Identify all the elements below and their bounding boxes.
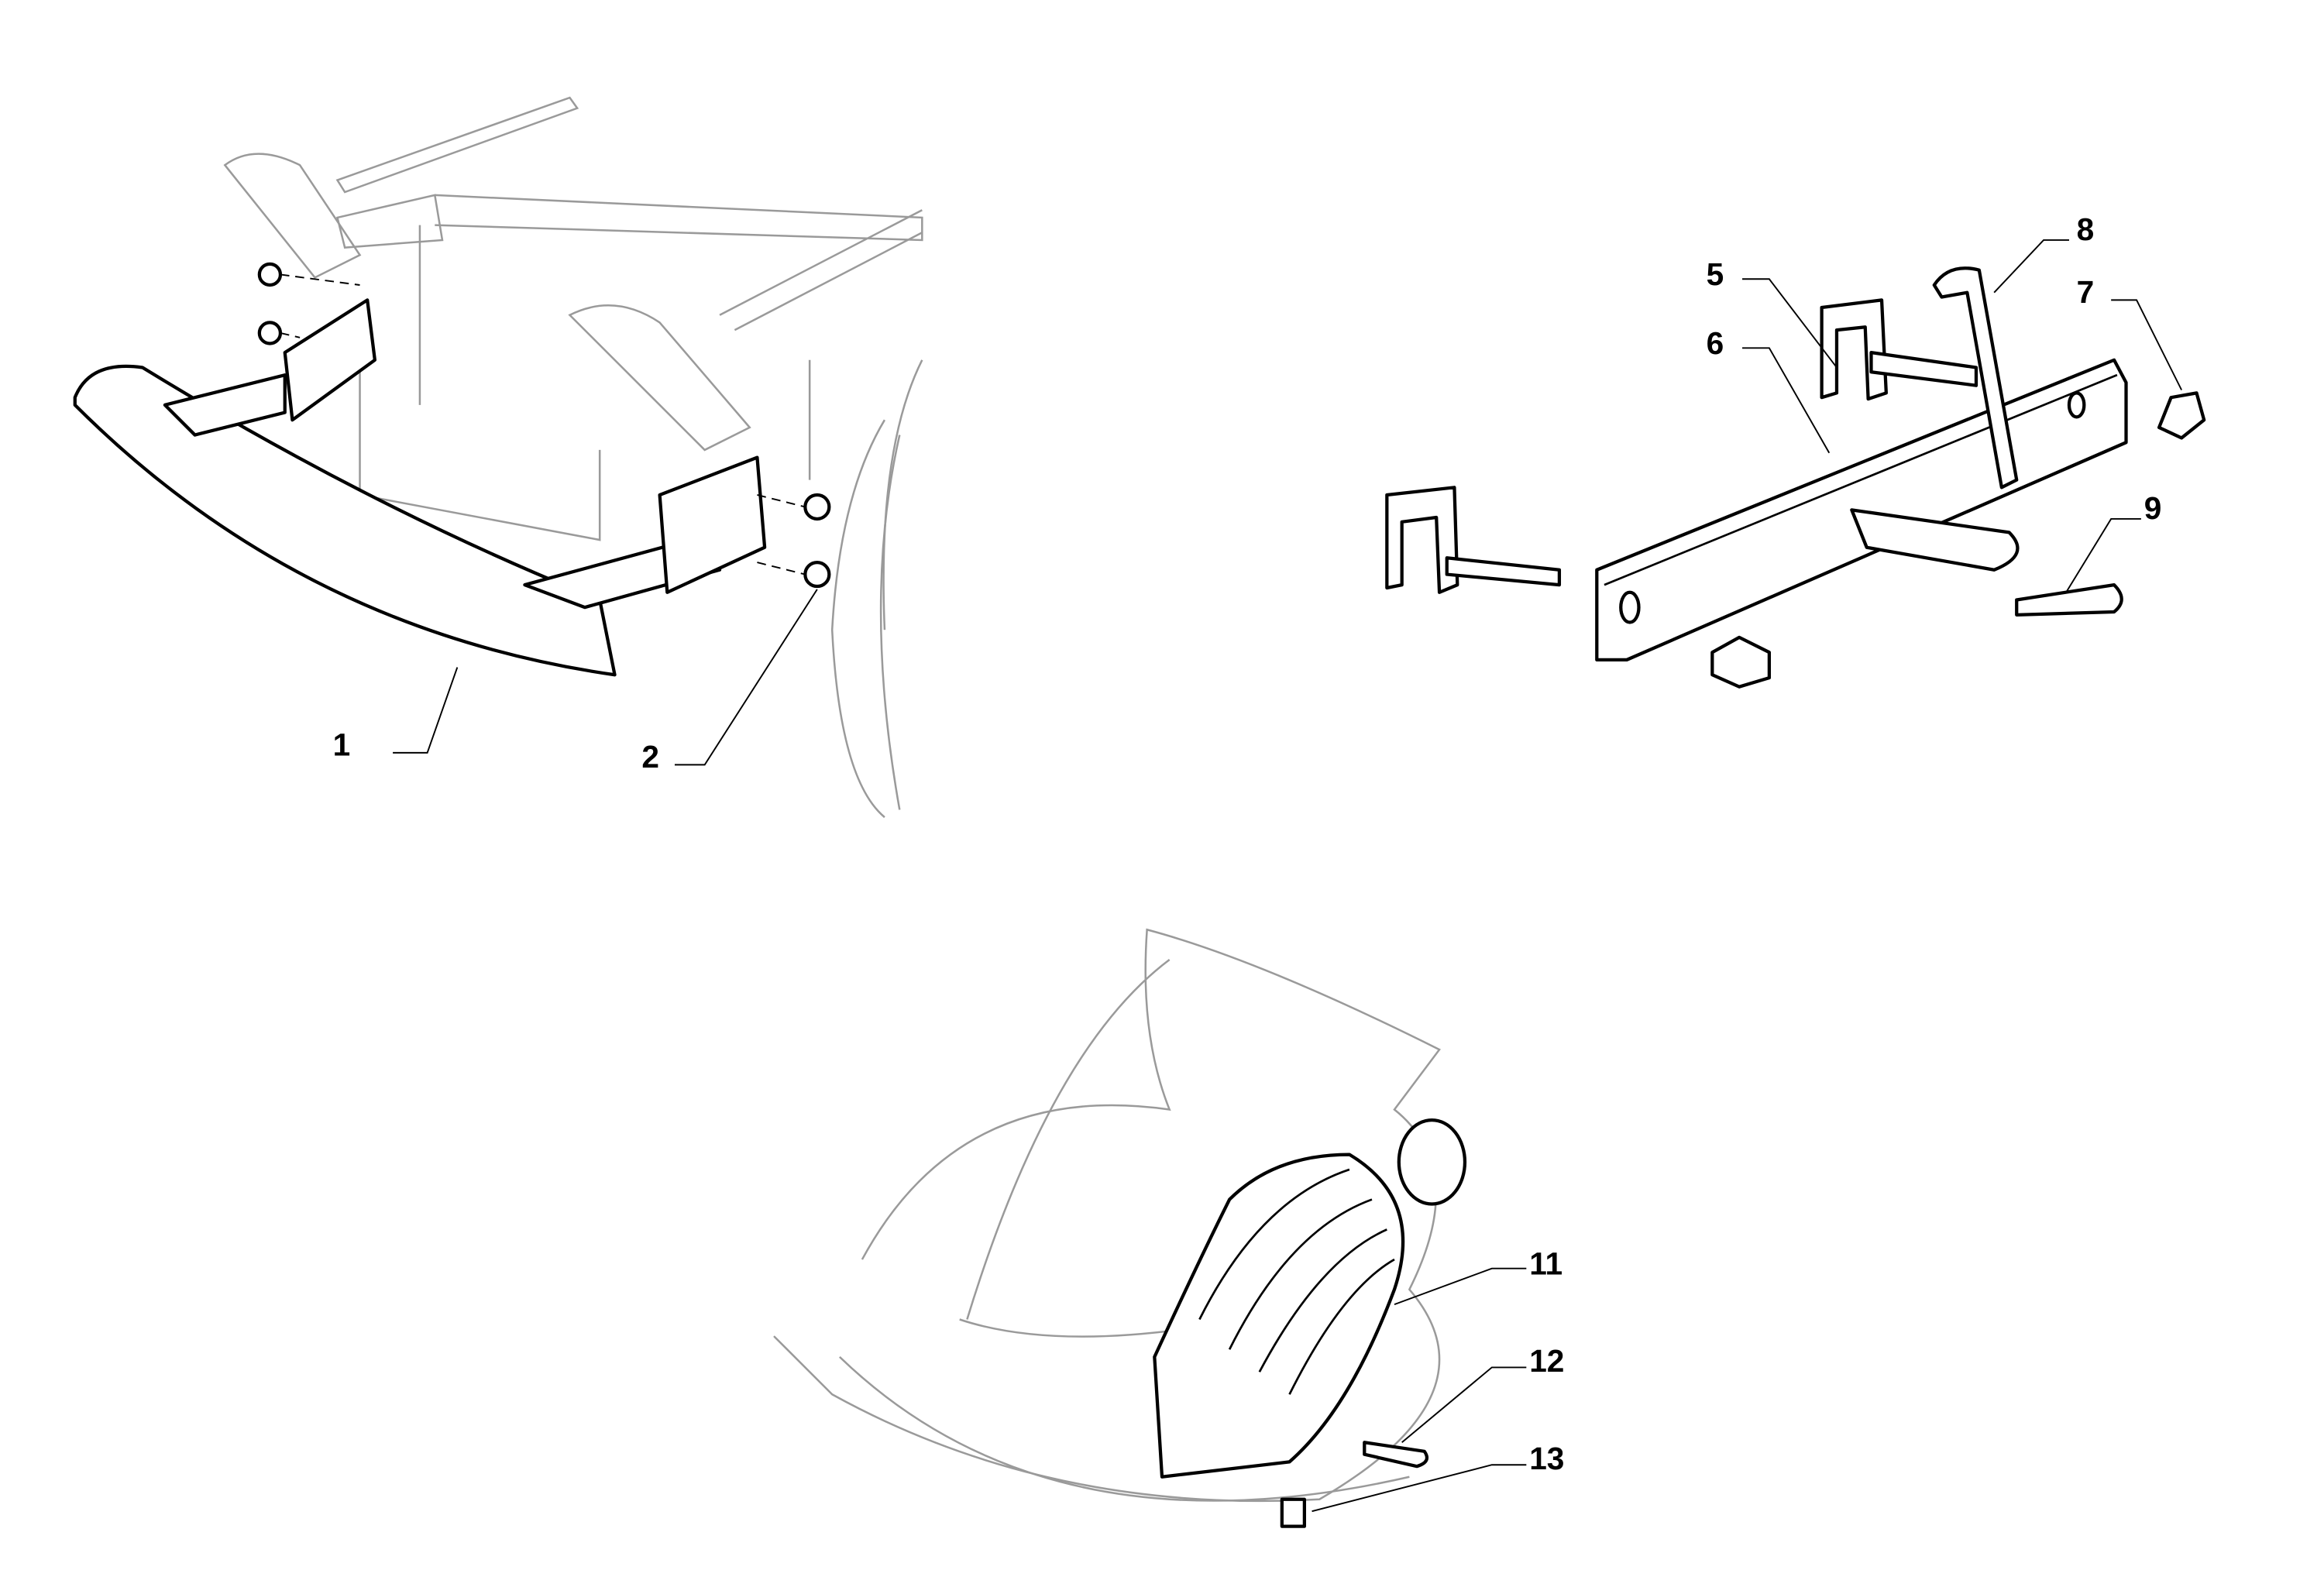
callouts: 1 2 5 6 7 8 9 11 12 13: [333, 211, 2182, 1513]
deflector-assembly: [773, 928, 1467, 1528]
bumper-bracket-left: [283, 298, 376, 422]
callout-11: 11: [1394, 1245, 1563, 1306]
nut-top: [2157, 391, 2206, 440]
callout-13: 12: [1401, 1343, 1564, 1443]
callout-9: 9: [2065, 490, 2162, 593]
wheel-knob: [1397, 1118, 1467, 1206]
svg-text:7: 7: [2077, 274, 2095, 310]
hitch-plate: [1850, 508, 2020, 572]
bumper-bracket-right: [658, 455, 767, 594]
cotter-pin: [2015, 582, 2123, 617]
deflector-ribs: [1198, 1168, 1395, 1395]
bumper-bar: [73, 364, 617, 677]
screw-set: [257, 262, 831, 589]
callout-2: 2: [641, 589, 818, 775]
pin: [1280, 1497, 1307, 1528]
callout-6: 6: [1707, 325, 1831, 454]
callout-7: 7: [2077, 274, 2182, 390]
clamp-right: [1820, 298, 1888, 401]
hitch-pin: [1932, 266, 2019, 490]
bolt-left: [1445, 556, 1562, 587]
callout-1: 1: [333, 667, 459, 763]
nut-bottom: [1710, 635, 1771, 689]
bumper-assembly: [73, 96, 923, 819]
svg-text:9: 9: [2144, 490, 2162, 526]
svg-text:5: 5: [1707, 256, 1724, 292]
callout-5: 5: [1707, 256, 1838, 369]
bumper-arm-left: [163, 373, 287, 437]
chassis-ghost: [223, 96, 923, 819]
svg-text:13: 13: [1529, 1441, 1564, 1476]
svg-text:6: 6: [1707, 325, 1724, 361]
callout-8: 8: [1993, 211, 2095, 294]
svg-text:8: 8: [2077, 211, 2095, 247]
tow-bar-assembly: [1385, 266, 2206, 689]
svg-text:12: 12: [1529, 1343, 1564, 1379]
svg-text:11: 11: [1529, 1245, 1563, 1281]
deflector-body: [1153, 1153, 1405, 1479]
svg-text:2: 2: [641, 739, 659, 775]
callout-12: 13: [1312, 1441, 1564, 1513]
clamp-left: [1385, 486, 1459, 594]
bolt-right: [1869, 350, 1978, 387]
split-pin: [1363, 1441, 1429, 1469]
svg-text:1: 1: [333, 727, 351, 763]
